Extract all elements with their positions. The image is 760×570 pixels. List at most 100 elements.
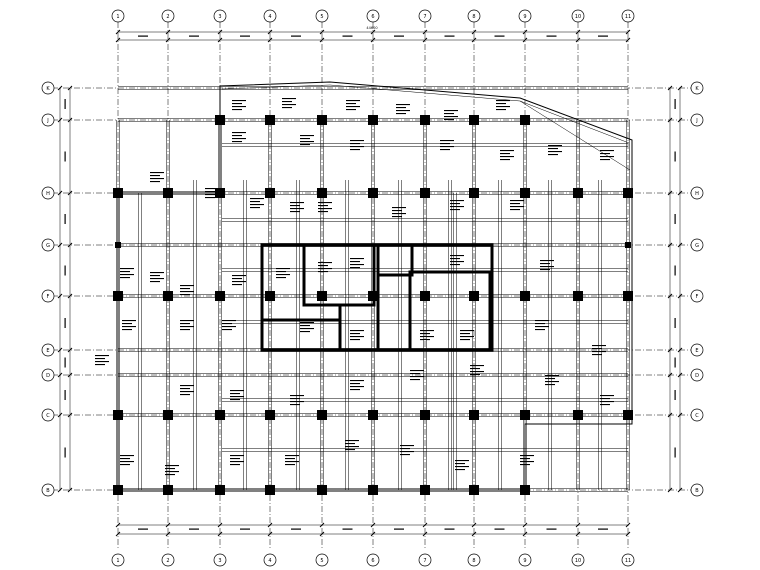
beam-annotation-line — [318, 202, 332, 204]
beam-annotation-line — [450, 209, 460, 211]
grid-lines — [52, 22, 700, 548]
dimension-tick — [319, 29, 325, 35]
beam-annotation-line — [180, 388, 190, 390]
beam-annotation-line — [500, 156, 514, 158]
beam-annotation-line — [350, 336, 364, 338]
beam-annotation-line — [400, 454, 410, 456]
beam-annotation-line — [600, 156, 614, 158]
axis-bubble-right: H — [690, 186, 704, 200]
overall-dimension-label: 44600 — [366, 26, 377, 30]
beam-annotation-line — [460, 330, 474, 332]
dimension-value — [598, 528, 608, 530]
beam-annotation-line — [600, 404, 610, 406]
dimension-value — [674, 447, 676, 458]
column — [265, 485, 275, 495]
axis-bubble-label: C — [695, 413, 699, 419]
beam-annotation-line — [276, 268, 290, 270]
beam-annotation-line — [600, 150, 614, 152]
axis-bubble-label: 4 — [268, 558, 271, 564]
dimension-lines — [57, 29, 683, 537]
beam-annotation-line — [350, 264, 364, 266]
column — [265, 410, 275, 420]
axis-bubble-circle — [161, 9, 175, 23]
beam-annotation-line — [450, 264, 460, 266]
dimension-tick — [67, 372, 73, 378]
dimension-value — [64, 99, 66, 109]
column — [420, 485, 430, 495]
core-walls — [260, 243, 494, 352]
column — [573, 410, 583, 420]
beam-annotation-line — [500, 153, 510, 155]
axis-bubble-top: 7 — [418, 9, 432, 23]
beam-annotation-line — [346, 103, 356, 105]
beam-annotation-line — [345, 449, 355, 451]
beam-annotation-line — [350, 267, 360, 269]
beam-annotation-line — [120, 458, 130, 460]
beam-annotation-line — [120, 277, 130, 279]
beam-annotation-line — [496, 103, 506, 105]
axis-bubble-circle — [213, 553, 227, 567]
axis-bubble-circle — [366, 9, 380, 23]
beam-annotation-line — [350, 339, 360, 341]
beam-annotation-line — [282, 101, 292, 103]
dimension-tick — [522, 37, 528, 43]
axis-bubble-label: 8 — [472, 558, 475, 564]
dimension-tick — [522, 29, 528, 35]
column — [469, 410, 479, 420]
axis-bubble-label: G — [695, 243, 699, 249]
beam-annotation-line — [350, 333, 360, 335]
axis-bubble-right: B — [690, 483, 704, 497]
dimension-tick — [319, 37, 325, 43]
beam-annotation-line — [500, 159, 510, 161]
beam-annotation-line — [450, 200, 464, 202]
beam-annotation-line — [232, 100, 246, 102]
beam-annotation-line — [510, 200, 524, 202]
beam-annotation-line — [318, 211, 328, 213]
axis-bubble-circle — [41, 289, 55, 303]
dimension-value — [64, 447, 66, 458]
axis-bubble-circle — [690, 289, 704, 303]
beam-annotation-line — [460, 336, 474, 338]
beam-annotation-line — [350, 140, 364, 142]
beam-annotation-line — [95, 358, 105, 360]
beam-annotation-line — [444, 113, 454, 115]
beam-annotation-line — [535, 326, 549, 328]
axis-bubble-label: 8 — [472, 14, 475, 20]
axis-bubble-circle — [315, 9, 329, 23]
axis-bubble-label: 6 — [371, 14, 374, 20]
beam-annotation-line — [250, 198, 264, 200]
column — [368, 188, 378, 198]
beam-annotation-line — [205, 194, 219, 196]
axis-bubble-label: 10 — [575, 14, 581, 20]
beam-annotation-line — [392, 213, 406, 215]
axis-bubble-top: 2 — [161, 9, 175, 23]
dimension-tick — [217, 29, 223, 35]
column — [520, 485, 530, 495]
axis-bubble-circle — [571, 9, 585, 23]
dimension-tick — [471, 29, 477, 35]
beam-annotation-line — [205, 191, 215, 193]
beam-annotation-line — [540, 266, 554, 268]
column — [113, 485, 123, 495]
dimension-tick — [217, 37, 223, 43]
dimension-tick — [267, 29, 273, 35]
column — [113, 291, 123, 301]
beam-annotation-line — [180, 394, 190, 396]
beam-annotation-line — [450, 255, 464, 257]
beam-annotation-line — [150, 272, 164, 274]
beam-annotation-line — [520, 458, 530, 460]
axis-bubble-bottom: 3 — [213, 553, 227, 567]
beam-annotation-line — [300, 331, 310, 333]
axis-bubble-circle — [690, 186, 704, 200]
dimension-value — [394, 528, 404, 530]
beam-annotation-line — [420, 333, 430, 335]
dimension-tick — [625, 37, 631, 43]
axis-bubble-label: 10 — [575, 558, 581, 564]
beam-annotation-line — [250, 207, 260, 209]
beam-annotation-line — [450, 206, 464, 208]
dimension-value — [138, 35, 148, 37]
dimension-tick — [115, 29, 121, 35]
dimension-tick — [165, 37, 171, 43]
core-wall — [408, 270, 492, 352]
beam-annotation-line — [250, 204, 264, 206]
